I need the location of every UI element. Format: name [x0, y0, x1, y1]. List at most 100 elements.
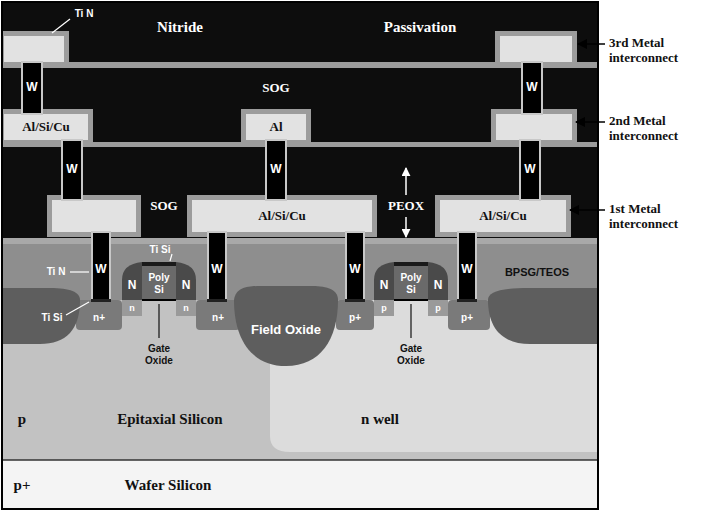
metal1-line — [440, 200, 566, 232]
doping-label-holder: n — [183, 303, 189, 313]
doping-label-holder: p+ — [14, 477, 31, 494]
silicide-contact — [345, 299, 365, 302]
doping-label: n+ — [93, 312, 105, 324]
via-label-holder: W — [461, 263, 472, 277]
spacer-label-holder: N — [380, 279, 389, 293]
spacer-label-holder: N — [128, 279, 137, 293]
poly-gate — [394, 266, 428, 300]
layer-label-holder: Passivation — [384, 19, 457, 36]
pointer-arrow — [570, 209, 605, 211]
metal-barrier — [435, 195, 571, 237]
material-label: Ti Si — [150, 244, 171, 256]
metal3-pad — [4, 36, 64, 62]
layer-label-holder: Ti N — [75, 8, 94, 20]
gate-oxide — [394, 299, 428, 301]
silicide-contact — [207, 299, 227, 302]
silicide-cap — [142, 262, 176, 266]
metal-label-holder: Al — [270, 120, 283, 135]
via-label: W — [26, 81, 37, 95]
tungsten-via — [266, 140, 286, 200]
layer-label-holder: SOG — [150, 199, 177, 214]
silicide-contact — [457, 299, 477, 302]
field-oxide — [2, 288, 80, 344]
via-label-holder: W — [349, 263, 360, 277]
doping-label: n+ — [212, 312, 224, 324]
spacer-label: N — [380, 279, 389, 293]
ldd-region — [428, 300, 448, 316]
nitride-spacer — [122, 262, 142, 300]
layer-label: BPSG/TEOS — [505, 266, 569, 279]
spacer-label-holder: N — [434, 279, 443, 293]
metal2-line — [496, 114, 572, 140]
ldd-region — [122, 300, 142, 316]
layer-label-holder: SOG — [262, 81, 289, 96]
doping-label: p — [381, 303, 387, 313]
field-oxide — [488, 288, 598, 344]
level-label-holder: 1st Metal interconnect — [609, 202, 709, 232]
material-label: Ti Si — [42, 312, 63, 324]
region-label-holder: Wafer Silicon — [125, 477, 212, 494]
metal-label: Al — [270, 120, 283, 135]
layer-label: Passivation — [384, 19, 457, 36]
layer-label-holder: BPSG/TEOS — [505, 266, 569, 279]
doping-label: p — [18, 411, 26, 428]
layer-label-holder: PEOX — [388, 199, 424, 214]
nitride-spacer — [374, 262, 394, 300]
metal-label-holder: Al/Si/Cu — [258, 209, 306, 224]
metal-label: Al/Si/Cu — [479, 209, 527, 224]
metal2-line — [246, 114, 306, 140]
p-plus-region — [336, 300, 374, 330]
field-oxide — [234, 286, 338, 366]
silicide-cap — [394, 262, 428, 266]
material-label-holder: Gate Oxide — [142, 343, 176, 366]
via-label: W — [461, 263, 472, 277]
spacer-label: N — [434, 279, 443, 293]
via-label-holder: W — [95, 263, 106, 277]
doping-label: n — [129, 303, 135, 313]
pointer-arrow — [578, 43, 605, 45]
region-label: Wafer Silicon — [125, 477, 212, 494]
layer-label: Ti N — [75, 8, 94, 20]
material-label-holder: Gate Oxide — [394, 343, 428, 366]
doping-label-holder: p+ — [349, 312, 361, 324]
leader-line — [70, 271, 89, 272]
tungsten-via — [520, 140, 540, 200]
tungsten-via — [22, 62, 42, 114]
doping-label: p — [435, 303, 441, 313]
layer-label: SOG — [150, 199, 177, 214]
doping-label-holder: p — [435, 303, 441, 313]
doping-label-holder: n+ — [212, 312, 224, 324]
tungsten-contact — [92, 232, 110, 300]
material-label-holder: Ti N — [47, 266, 66, 278]
gate-label: Poly Si — [396, 272, 426, 295]
doping-label: p+ — [461, 312, 473, 324]
doping-label: p+ — [14, 477, 31, 494]
ldd-region — [176, 300, 196, 316]
gate-label-holder: Poly Si — [396, 272, 426, 295]
via-label-holder: W — [526, 81, 537, 95]
metal-label: Al/Si/Cu — [22, 120, 70, 135]
wafer-boundary — [2, 459, 598, 461]
metal-label-holder: Al/Si/Cu — [22, 120, 70, 135]
material-label: Gate Oxide — [394, 343, 428, 366]
silicide-contact — [91, 299, 111, 302]
spacer-label-holder: N — [182, 279, 191, 293]
layer-label: Nitride — [157, 19, 203, 36]
via-label-holder: W — [26, 81, 37, 95]
poly-gate — [142, 266, 176, 300]
layer-label: PEOX — [388, 199, 424, 214]
leader-line — [158, 304, 159, 338]
doping-label-holder: p — [381, 303, 387, 313]
gate-label: Poly Si — [144, 272, 174, 295]
doping-label: n — [183, 303, 189, 313]
thickness-arrow — [405, 217, 407, 237]
n-plus-region — [76, 300, 122, 330]
region-label: Field Oxide — [251, 323, 321, 338]
nitride-spacer — [428, 262, 448, 300]
leader-line — [52, 19, 70, 33]
level-label-holder: 3rd Metal interconnect — [609, 36, 709, 66]
via-label: W — [211, 263, 222, 277]
gate-oxide — [142, 299, 176, 301]
